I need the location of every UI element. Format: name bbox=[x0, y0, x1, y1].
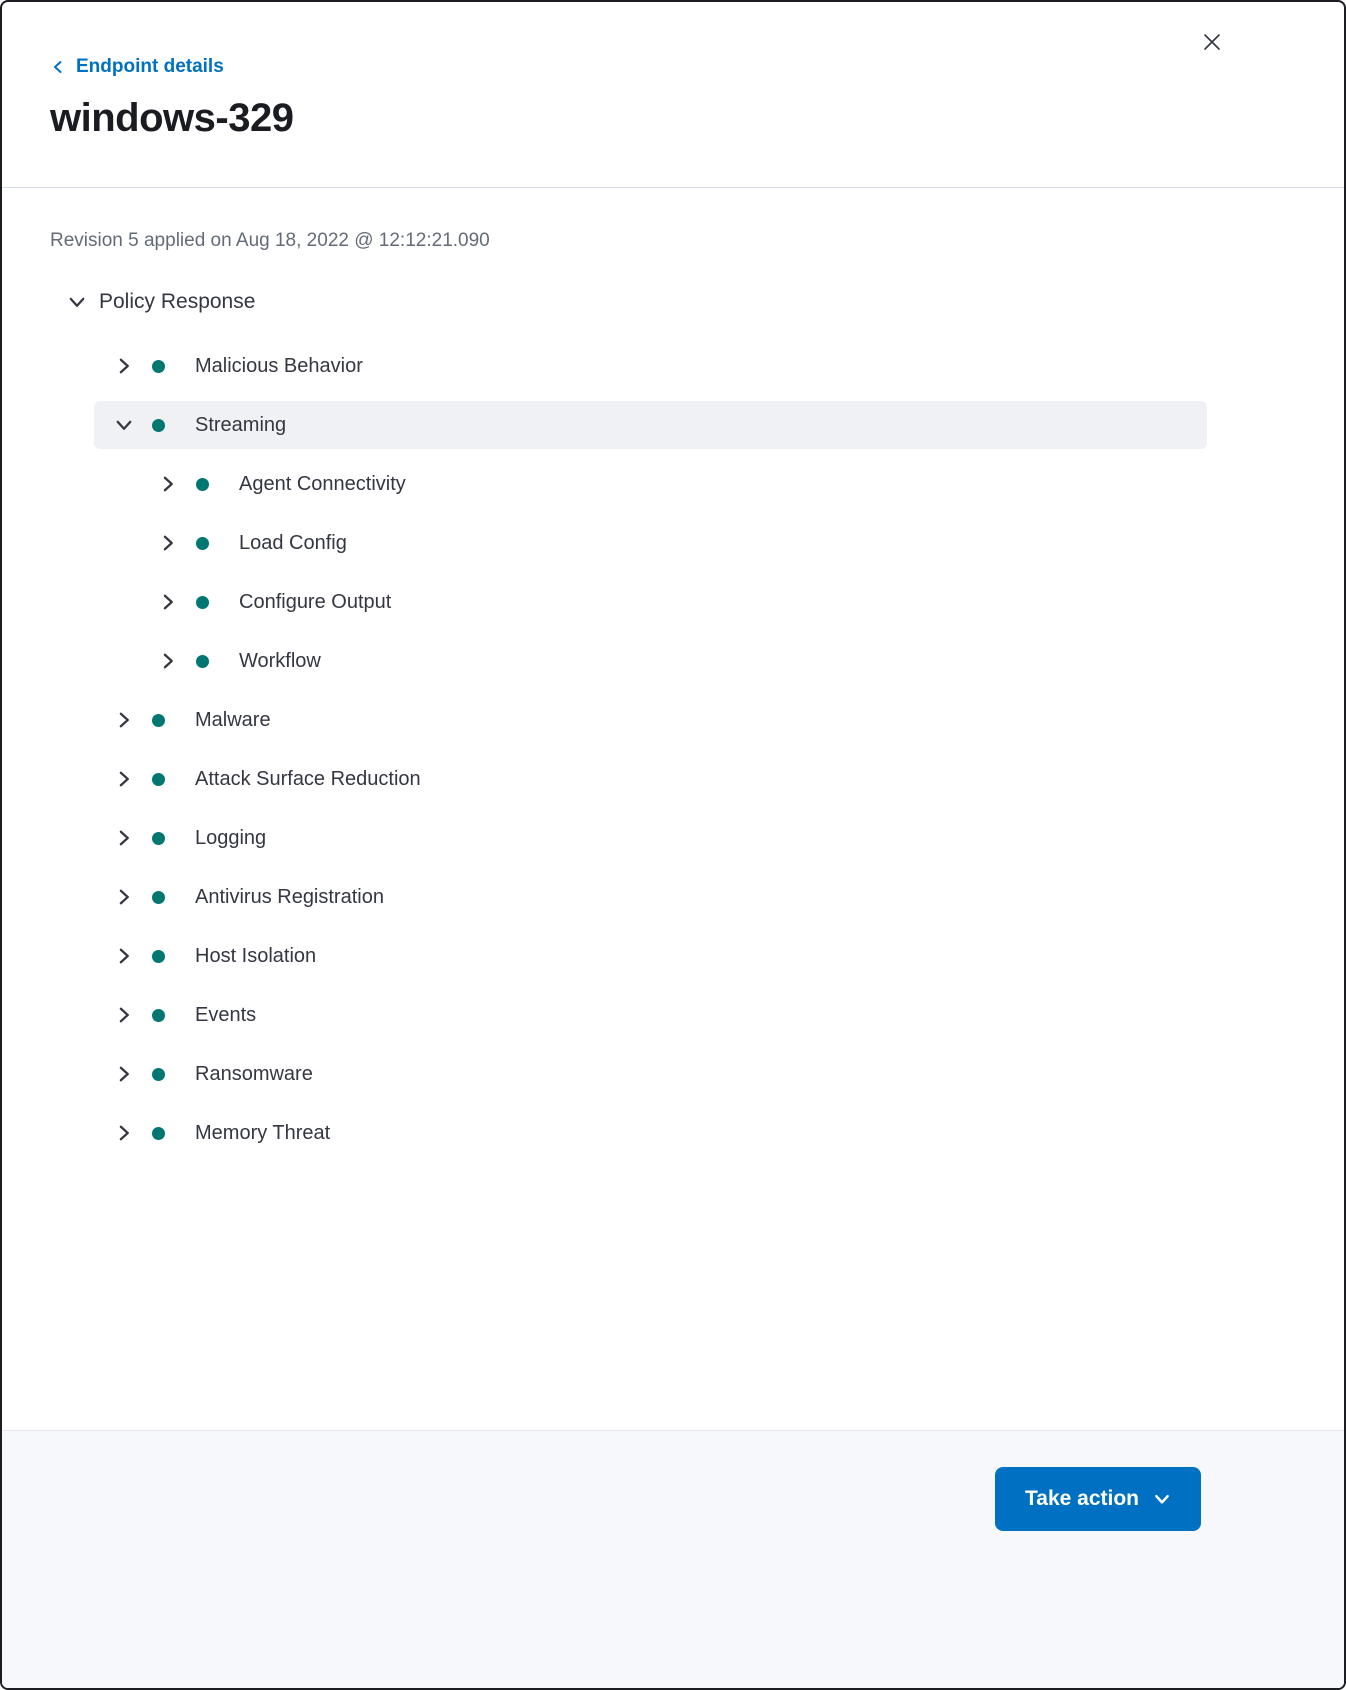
tree-item-label: Antivirus Registration bbox=[195, 885, 384, 908]
status-dot-icon bbox=[196, 477, 209, 491]
status-dot-icon bbox=[152, 359, 165, 373]
chevron-left-icon bbox=[50, 59, 66, 75]
chevron-right-icon[interactable] bbox=[114, 356, 134, 376]
tree-item[interactable]: Memory Threat bbox=[94, 1109, 1207, 1157]
tree-item[interactable]: Host Isolation bbox=[94, 932, 1207, 980]
tree-item-label: Host Isolation bbox=[195, 944, 317, 967]
chevron-down-icon[interactable] bbox=[114, 415, 134, 435]
tree-item-label: Events bbox=[195, 1003, 257, 1026]
chevron-right-icon[interactable] bbox=[114, 769, 134, 789]
chevron-right-icon[interactable] bbox=[114, 828, 134, 848]
status-dot-icon bbox=[196, 654, 209, 668]
tree-item[interactable]: Logging bbox=[94, 814, 1207, 862]
tree-item[interactable]: Malware bbox=[94, 696, 1207, 744]
tree-item[interactable]: Streaming bbox=[94, 401, 1207, 449]
chevron-right-icon[interactable] bbox=[158, 533, 178, 553]
status-dot-icon bbox=[152, 1008, 165, 1022]
status-dot-icon bbox=[152, 772, 165, 786]
chevron-right-icon[interactable] bbox=[114, 1005, 134, 1025]
status-dot-icon bbox=[152, 831, 165, 845]
tree-items: Malicious Behavior Streaming Agent Conne… bbox=[50, 342, 1296, 1157]
tree-item-label: Malicious Behavior bbox=[195, 354, 363, 377]
policy-response-tree: Policy Response Malicious Behavior Strea… bbox=[50, 290, 1296, 1157]
chevron-right-icon[interactable] bbox=[114, 1123, 134, 1143]
tree-item-label: Streaming bbox=[195, 413, 287, 436]
tree-root-label: Policy Response bbox=[99, 290, 256, 313]
tree-root-policy-response[interactable]: Policy Response bbox=[50, 290, 1296, 314]
chevron-down-icon bbox=[1153, 1490, 1171, 1508]
tree-item-label: Agent Connectivity bbox=[239, 472, 406, 495]
tree-item-label: Attack Surface Reduction bbox=[195, 767, 421, 790]
tree-item-label: Logging bbox=[195, 826, 267, 849]
chevron-right-icon[interactable] bbox=[158, 651, 178, 671]
close-icon-glyph bbox=[1204, 34, 1220, 50]
revision-text: Revision 5 applied on Aug 18, 2022 @ 12:… bbox=[50, 230, 490, 251]
flyout-footer: Take action bbox=[2, 1430, 1344, 1688]
tree-item[interactable]: Attack Surface Reduction bbox=[94, 755, 1207, 803]
take-action-button[interactable]: Take action bbox=[995, 1467, 1201, 1531]
status-dot-icon bbox=[152, 418, 165, 432]
tree-item[interactable]: Workflow bbox=[94, 637, 1207, 685]
tree-item[interactable]: Agent Connectivity bbox=[94, 460, 1207, 508]
tree-item-label: Load Config bbox=[239, 531, 347, 554]
status-dot-icon bbox=[152, 890, 165, 904]
tree-item[interactable]: Configure Output bbox=[94, 578, 1207, 626]
chevron-right-icon[interactable] bbox=[158, 592, 178, 612]
back-link[interactable]: Endpoint details bbox=[50, 56, 224, 78]
close-icon[interactable] bbox=[1198, 28, 1226, 56]
tree-item-label: Workflow bbox=[239, 649, 321, 672]
status-dot-icon bbox=[152, 1126, 165, 1140]
page-title: windows-329 bbox=[50, 96, 294, 140]
tree-item[interactable]: Load Config bbox=[94, 519, 1207, 567]
tree-item-label: Malware bbox=[195, 708, 271, 731]
tree-item[interactable]: Ransomware bbox=[94, 1050, 1207, 1098]
tree-item[interactable]: Malicious Behavior bbox=[94, 342, 1207, 390]
header-divider bbox=[2, 187, 1344, 188]
chevron-right-icon[interactable] bbox=[114, 946, 134, 966]
take-action-label: Take action bbox=[1025, 1487, 1139, 1510]
status-dot-icon bbox=[152, 713, 165, 727]
status-dot-icon bbox=[152, 949, 165, 963]
tree-item[interactable]: Antivirus Registration bbox=[94, 873, 1207, 921]
chevron-right-icon[interactable] bbox=[114, 710, 134, 730]
tree-item-label: Ransomware bbox=[195, 1062, 313, 1085]
chevron-right-icon[interactable] bbox=[114, 887, 134, 907]
tree-item[interactable]: Events bbox=[94, 991, 1207, 1039]
chevron-down-icon[interactable] bbox=[67, 292, 87, 312]
status-dot-icon bbox=[152, 1067, 165, 1081]
chevron-right-icon[interactable] bbox=[158, 474, 178, 494]
flyout-body: Revision 5 applied on Aug 18, 2022 @ 12:… bbox=[2, 188, 1344, 1157]
tree-item-label: Memory Threat bbox=[195, 1121, 331, 1144]
tree-item-label: Configure Output bbox=[239, 590, 392, 613]
back-link-label: Endpoint details bbox=[76, 56, 224, 77]
status-dot-icon bbox=[196, 536, 209, 550]
status-dot-icon bbox=[196, 595, 209, 609]
chevron-right-icon[interactable] bbox=[114, 1064, 134, 1084]
flyout-header: Endpoint details windows-329 bbox=[2, 2, 1344, 187]
